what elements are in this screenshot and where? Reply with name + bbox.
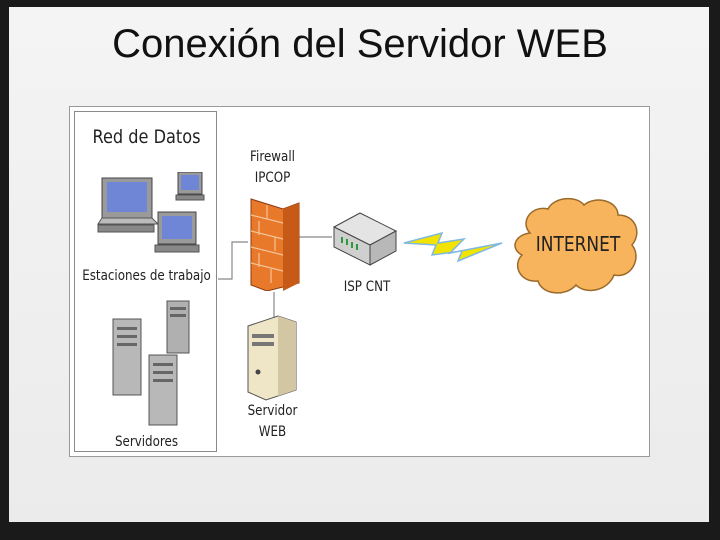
internet-label: INTERNET <box>535 232 621 256</box>
web-server-label-line1: Servidor <box>247 403 298 419</box>
web-server-label-line2: WEB <box>258 424 287 440</box>
web-server-icon <box>247 315 297 401</box>
network-diagram: Red de Datos Estaciones de trabajo <box>69 106 650 457</box>
web-server-label: Servidor WEB <box>241 401 305 443</box>
internet-cloud-icon <box>514 197 638 294</box>
network-box-title: Red de Datos <box>92 126 201 148</box>
servers-icon <box>112 300 190 426</box>
wireless-link-icon <box>403 231 503 263</box>
firewall-label: Firewall IPCOP <box>241 147 305 189</box>
data-network-box: Red de Datos Estaciones de trabajo <box>74 111 217 452</box>
firewall-label-line1: Firewall <box>250 149 295 165</box>
isp-label: ISP CNT <box>343 279 391 295</box>
isp-router-icon <box>332 212 398 266</box>
workstation-computers-icon <box>97 172 205 253</box>
connection-lines <box>218 236 332 319</box>
firewall-label-line2: IPCOP <box>254 170 291 186</box>
workstations-label: Estaciones de trabajo <box>82 268 211 284</box>
slide-title: Conexión del Servidor WEB <box>112 22 608 66</box>
servers-label: Servidores <box>114 434 179 450</box>
firewall-icon <box>250 198 300 291</box>
